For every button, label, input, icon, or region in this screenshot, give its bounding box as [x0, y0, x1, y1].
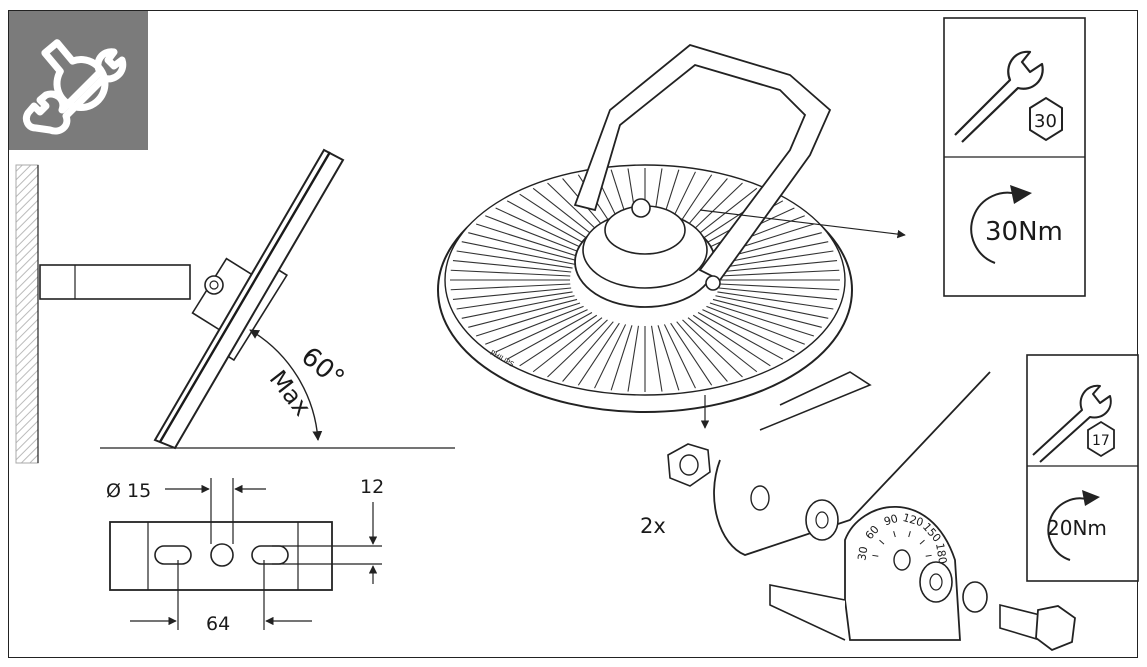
scale-tick [919, 539, 925, 545]
heatsink-fin [450, 283, 571, 291]
scale-tick [872, 554, 879, 557]
height-label: 12 [360, 476, 384, 498]
wrench-size-label: 17 [1092, 433, 1110, 449]
quantity-label: 2x [640, 514, 666, 538]
heatsink-fin [519, 193, 598, 246]
spacing-label: 64 [206, 613, 230, 635]
torque-label: 20Nm [1047, 516, 1107, 540]
heatsink-fin [706, 305, 805, 345]
scale-tick [879, 539, 885, 545]
slot-right [251, 545, 289, 565]
side-view: 60° Max [15, 148, 455, 464]
heatsink-fin [709, 302, 815, 337]
heatsink-fin [670, 322, 713, 386]
scale-tick [893, 531, 896, 538]
scale-tick-label: 120 [901, 511, 925, 529]
spec-panel-2: 17 20Nm [1026, 354, 1139, 582]
slot-left [154, 545, 192, 565]
heatsink-fin [485, 215, 584, 255]
heatsink-fin [682, 319, 743, 378]
bracket-dimensions: Ø 15 12 64 [106, 476, 384, 635]
heatsink-fin [475, 302, 581, 337]
heatsink-fin [506, 312, 593, 360]
tool-panel [9, 11, 148, 150]
heatsink-fin [719, 269, 840, 277]
scale-tick [908, 531, 911, 538]
luminaire-iso: PHILIPS [437, 44, 906, 429]
heatsink-fin [692, 314, 771, 367]
heatsink-fin [627, 325, 640, 392]
diagram-frame [8, 10, 1138, 658]
hex-size-badge [1087, 420, 1115, 458]
wrench-icon [954, 50, 1044, 143]
center-hole [210, 543, 234, 567]
heatsink-fin [676, 321, 728, 382]
rotate-icon [970, 191, 1021, 264]
heatsink-fin [610, 325, 633, 391]
scale-tick-label: 90 [882, 512, 899, 528]
heatsink-fin [718, 260, 838, 273]
heatsink-fin [456, 250, 573, 269]
heatsink-fin [475, 223, 581, 258]
heatsink-fin [719, 283, 840, 291]
heatsink-fin [461, 241, 575, 265]
heatsink-fin [468, 298, 578, 328]
scale-tick-label: 30 [855, 546, 870, 562]
heatsink-fin [452, 260, 572, 273]
scale-tick [925, 554, 932, 557]
heatsink-fin [594, 324, 627, 389]
angle-arc [249, 329, 323, 441]
hex-size-badge [1029, 96, 1063, 142]
heatsink-fin [452, 287, 572, 300]
heatsink-fin [712, 298, 822, 328]
scale-tick-label: 180 [933, 542, 949, 565]
diameter-label: Ø 15 [106, 480, 151, 502]
spring-washer [962, 581, 988, 613]
wrench-icon [1032, 384, 1112, 463]
heatsink-fin [532, 317, 603, 373]
heatsink-fin [577, 322, 620, 386]
heatsink-fin [663, 324, 696, 389]
mounting-pole [39, 264, 191, 300]
heatsink-fin [485, 305, 584, 345]
mounting-yoke [573, 44, 832, 282]
heatsink-fin [456, 291, 573, 310]
heatsink-fin [519, 314, 598, 367]
heatsink-fin [657, 325, 680, 391]
heatsink-fin [702, 309, 795, 353]
spec-panel-1: 30 30Nm [943, 17, 1086, 297]
bolt [999, 603, 1076, 652]
heatsink-fin [461, 295, 575, 319]
wrench-icon [22, 48, 127, 135]
heatsink-fin [562, 321, 614, 382]
wall [15, 164, 39, 464]
heatsink-fin [650, 325, 663, 392]
hex-nut [667, 443, 711, 487]
rotate-icon [1047, 497, 1091, 561]
heatsink-fin [450, 269, 571, 277]
heatsink-fin [495, 207, 588, 251]
heatsink-fin [717, 250, 834, 269]
heatsink-fin [697, 312, 784, 360]
torque-label: 30Nm [985, 217, 1063, 247]
heatsink-fin [717, 291, 834, 310]
heatsink-fin [687, 317, 758, 373]
heatsink-fin [495, 309, 588, 353]
heatsink-fin [547, 319, 608, 378]
heatsink-fin [468, 232, 578, 262]
wrench-size-label: 30 [1034, 111, 1057, 132]
heatsink-fin [506, 200, 593, 248]
heatsink-fin [715, 295, 829, 319]
heatsink-fin [718, 287, 838, 300]
wrench-icon [41, 39, 109, 111]
